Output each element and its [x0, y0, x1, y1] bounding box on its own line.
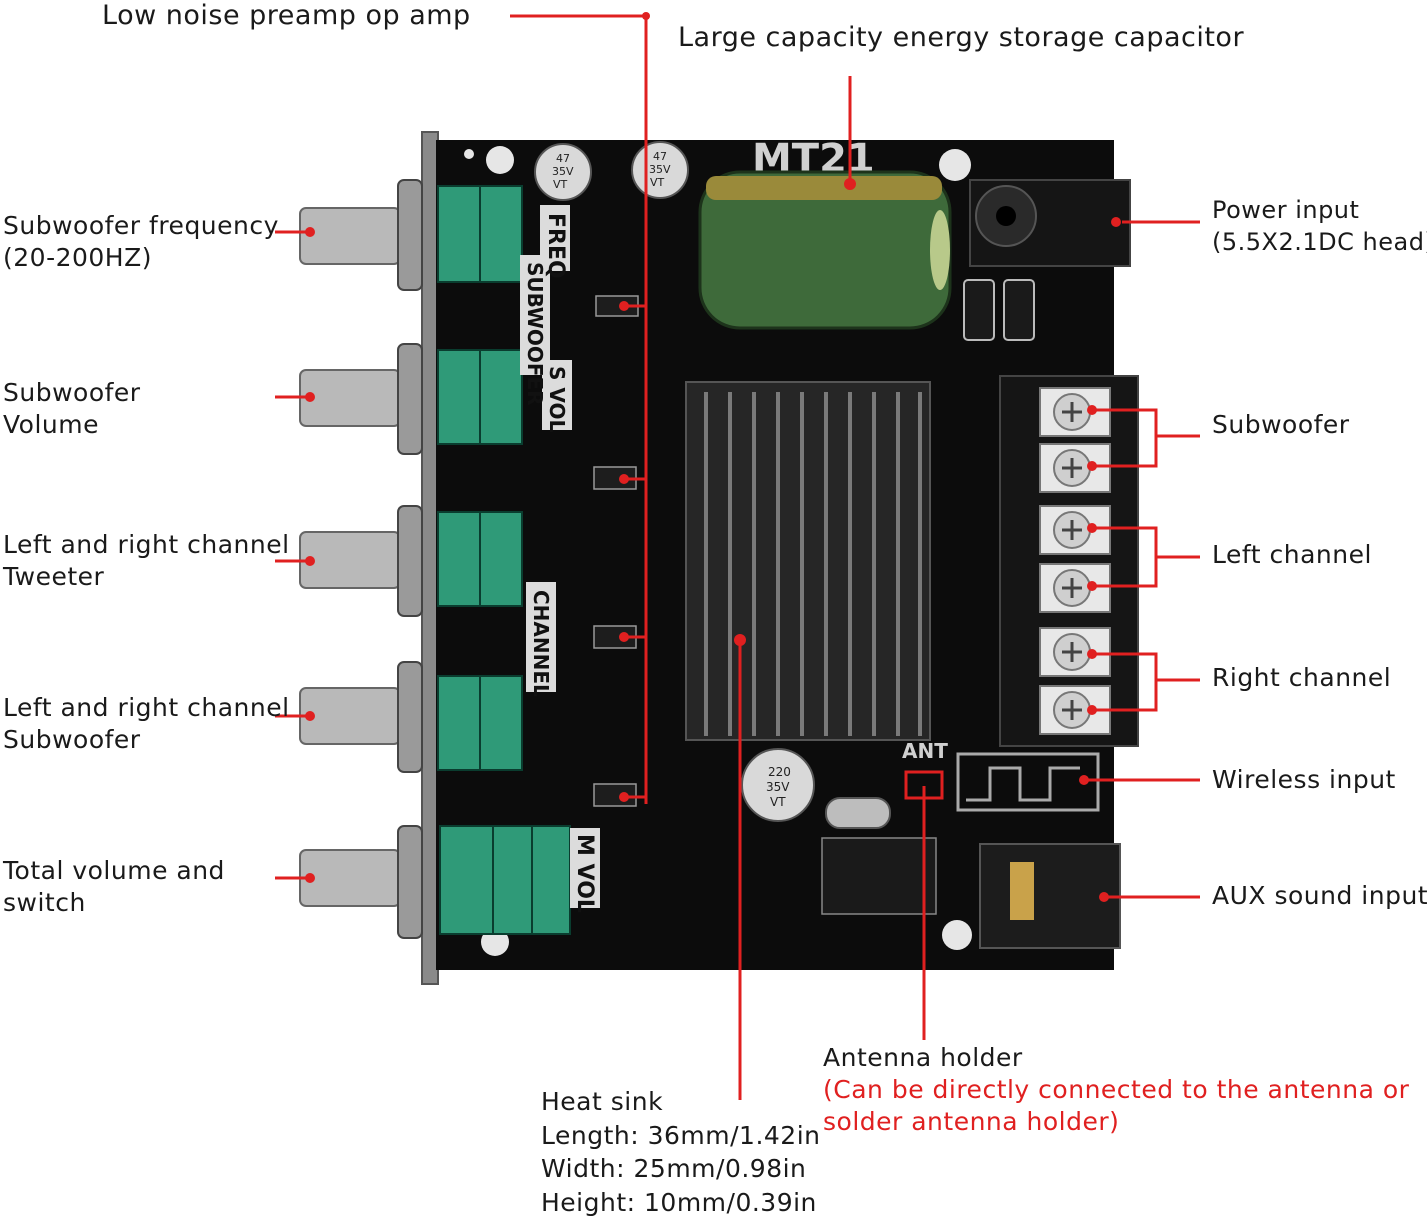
label-heatsink-height: Height: 10mm/0.39in	[541, 1188, 817, 1217]
label-antenna-note-2: solder antenna holder)	[823, 1107, 1120, 1136]
label-capacitor: Large capacity energy storage capacitor	[678, 22, 1245, 53]
label-antenna-title: Antenna holder	[823, 1043, 1023, 1072]
label-antenna-note-1: (Can be directly connected to the antenn…	[823, 1075, 1410, 1104]
knob-tweeter	[299, 505, 423, 617]
crystal	[825, 797, 891, 829]
label-power-2: (5.5X2.1DC head)	[1212, 228, 1427, 256]
label-power-1: Power input	[1212, 196, 1360, 224]
svg-text:47: 47	[653, 150, 667, 163]
silk-channel: CHANNEL	[529, 590, 553, 697]
wireless-module	[956, 752, 1100, 812]
knob-sub-freq	[299, 179, 423, 291]
callout-brackets	[1092, 408, 1200, 712]
label-lr-sub-2: Subwoofer	[3, 725, 141, 754]
label-sub-vol-2: Volume	[3, 410, 99, 439]
knob-total-volume	[299, 825, 423, 939]
dc-power-jack	[969, 179, 1131, 267]
bluetooth-chip	[821, 837, 937, 915]
svg-text:VT: VT	[770, 795, 786, 809]
svg-text:35V: 35V	[552, 165, 574, 178]
storage-capacitor	[698, 170, 952, 330]
label-heatsink-title: Heat sink	[541, 1087, 664, 1116]
svg-text:VT: VT	[553, 178, 568, 191]
svg-text:VT: VT	[650, 176, 665, 189]
label-heatsink-width: Width: 25mm/0.98in	[541, 1154, 807, 1183]
label-heatsink-length: Length: 36mm/1.42in	[541, 1121, 821, 1150]
label-sub-freq-2: (20-200HZ)	[3, 243, 152, 272]
label-sub-freq-1: Subwoofer frequency	[3, 211, 279, 240]
svg-text:35V: 35V	[766, 780, 790, 794]
silk-freq: FREQ	[543, 213, 568, 279]
label-aux: AUX sound input	[1212, 881, 1427, 910]
label-left-channel: Left channel	[1212, 540, 1372, 569]
diodes	[963, 279, 1035, 341]
knob-sub-vol	[299, 343, 423, 455]
silk-mvol: M VOL	[572, 834, 597, 913]
silk-subwoofer: SUBWOOFER	[523, 262, 547, 406]
terminal-block	[999, 375, 1139, 747]
callout-dots	[305, 12, 1121, 902]
label-preamp: Low noise preamp op amp	[102, 0, 471, 31]
label-tweeter-1: Left and right channel	[3, 530, 290, 559]
silk-ant: ANT	[902, 739, 948, 763]
label-tweeter-2: Tweeter	[3, 562, 105, 591]
svg-text:35V: 35V	[649, 163, 671, 176]
label-total-vol-1: Total volume and	[3, 856, 225, 885]
label-total-vol-2: switch	[3, 888, 86, 917]
small-capacitor-1: 47 35V VT	[534, 143, 592, 201]
op-amp-chips	[593, 295, 639, 807]
front-panel	[421, 131, 439, 985]
svg-text:220: 220	[768, 765, 791, 779]
label-sub-vol-1: Subwoofer	[3, 378, 141, 407]
label-right-channel: Right channel	[1212, 663, 1392, 692]
svg-text:47: 47	[556, 152, 570, 165]
silk-svol: S VOL	[545, 366, 569, 432]
label-subwoofer-out: Subwoofer	[1212, 410, 1350, 439]
label-wireless: Wireless input	[1212, 765, 1396, 794]
label-lr-sub-1: Left and right channel	[3, 693, 290, 722]
heat-sink	[685, 381, 931, 741]
knob-lr-subwoofer	[299, 661, 423, 773]
mounting-holes	[464, 146, 972, 956]
small-capacitor-2: 47 35V VT	[631, 141, 689, 199]
aux-jack	[979, 843, 1121, 949]
power-capacitor: 220 35V VT	[741, 748, 815, 822]
